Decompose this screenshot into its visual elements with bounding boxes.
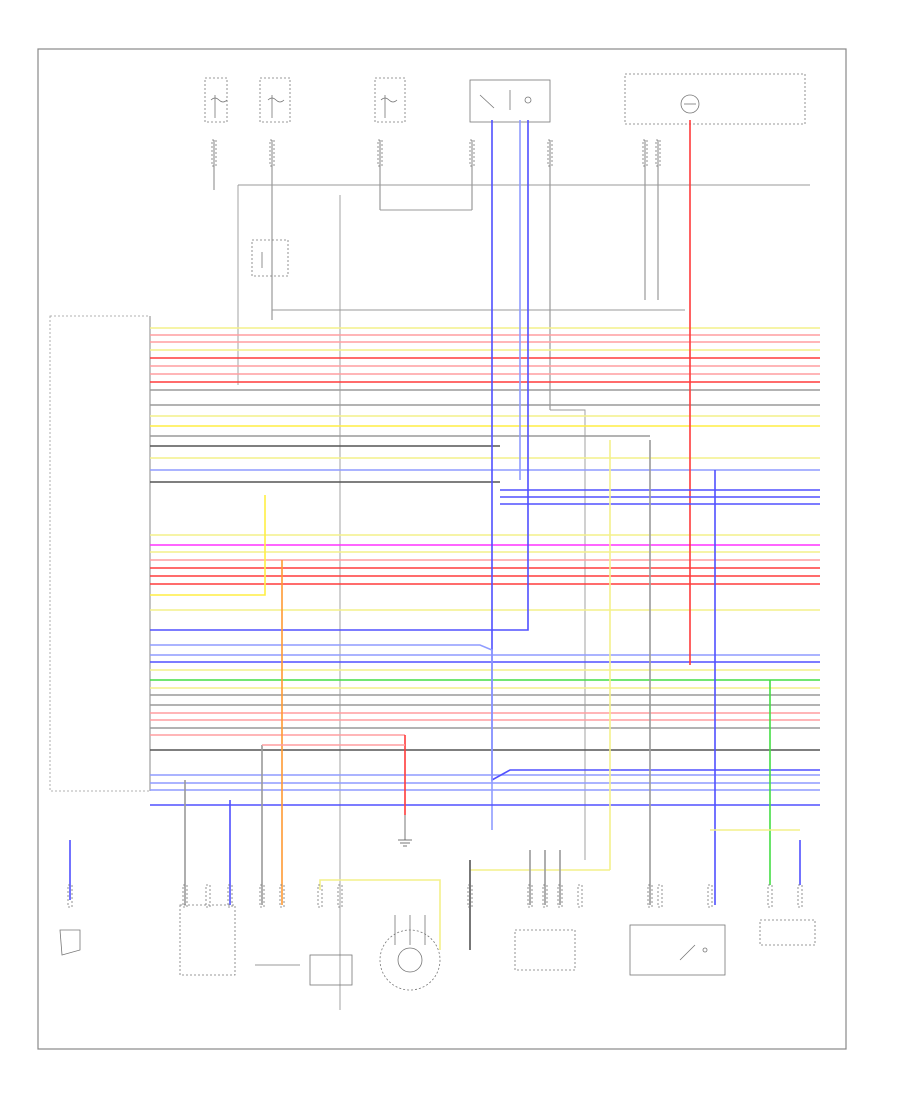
connector-marks [67, 139, 803, 908]
connector-mark [647, 884, 653, 908]
sensor-right [759, 919, 816, 946]
distributor [379, 915, 441, 991]
engine-control-module [49, 315, 151, 792]
ecm-harness-wires [150, 327, 820, 791]
ignition-coil [255, 954, 353, 986]
fuse-block-center [374, 77, 406, 123]
vehicle-speed-sensor [179, 904, 236, 976]
a-t-sensor-bottom-left [59, 929, 81, 956]
connector-mark [557, 884, 563, 908]
a-t-gear-position-switch [624, 73, 806, 125]
connector-stubs-top [213, 140, 659, 410]
connector-mark [259, 884, 265, 908]
connector-mark [67, 884, 73, 908]
main-relay [469, 79, 551, 123]
connector-mark [337, 884, 343, 908]
connector-mark [317, 884, 323, 908]
throttle-position-sensor [629, 924, 726, 976]
connector-mark [469, 139, 475, 167]
connector-mark [279, 884, 285, 908]
relay-module [251, 239, 289, 277]
vertical-wires [69, 120, 820, 950]
connector-mark [542, 884, 548, 908]
connector-mark [467, 884, 473, 908]
connector-mark [211, 139, 217, 167]
connector-mark [269, 139, 275, 167]
connector-mark [227, 884, 233, 908]
fuse-block-left [204, 77, 291, 123]
connector-mark [205, 884, 211, 908]
fuel-pump [514, 929, 576, 971]
connector-mark [577, 884, 583, 908]
connector-mark [655, 139, 661, 167]
connector-mark [797, 884, 803, 908]
connector-mark [767, 884, 773, 908]
connector-mark [707, 884, 713, 908]
ground-bus [237, 184, 810, 1010]
connector-mark [182, 884, 188, 908]
diagram-border [37, 48, 847, 1050]
connector-mark [547, 139, 553, 167]
connector-mark [377, 139, 383, 167]
connector-mark [657, 884, 663, 908]
connector-mark [527, 884, 533, 908]
ground-point [398, 815, 412, 847]
connector-mark [642, 139, 648, 167]
